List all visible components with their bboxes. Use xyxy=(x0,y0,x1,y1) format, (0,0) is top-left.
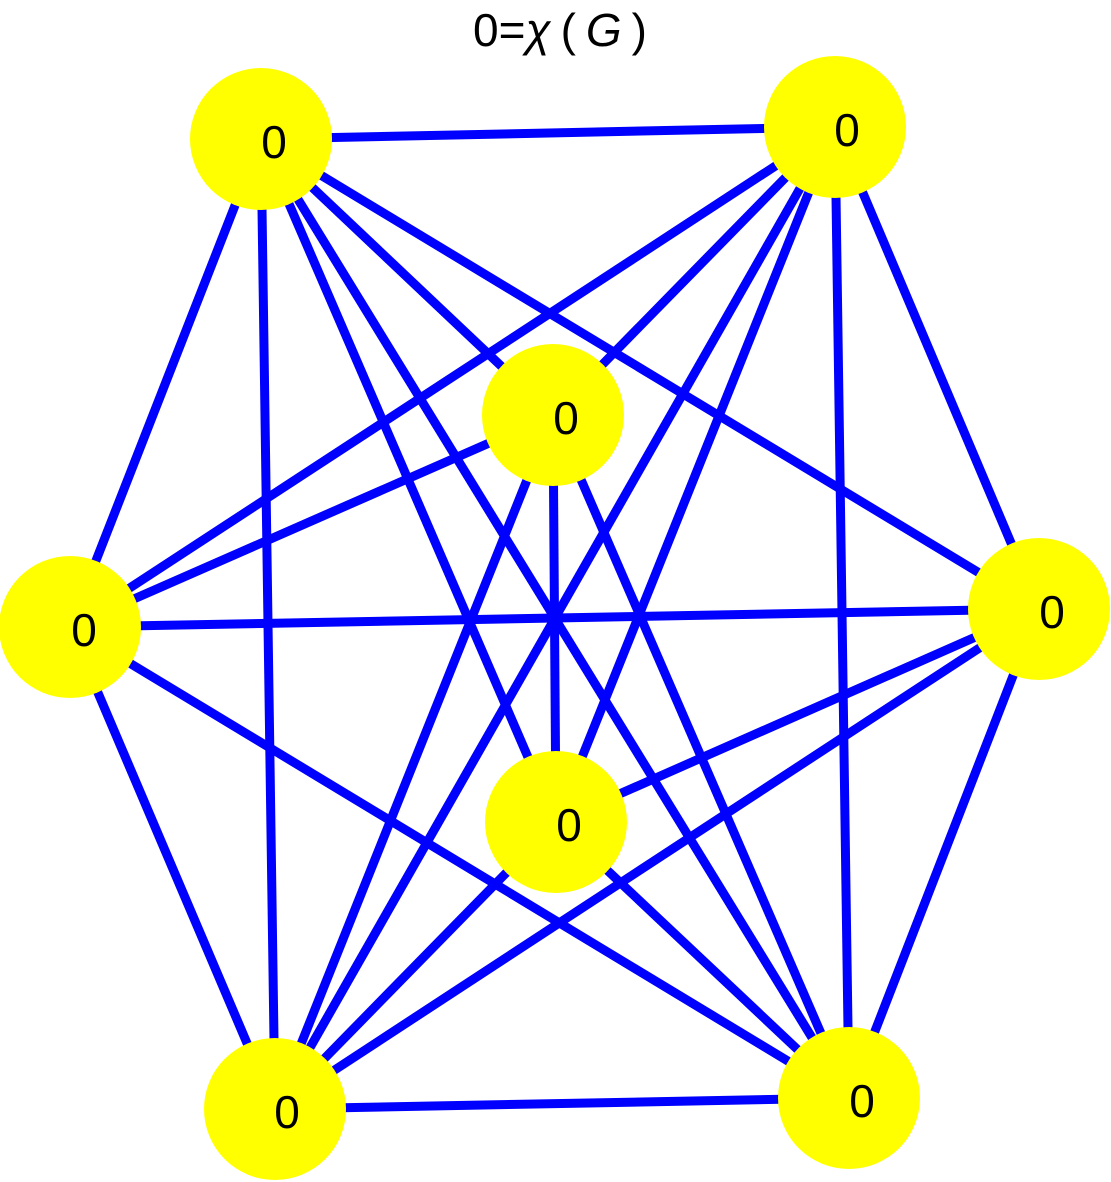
vertex-e xyxy=(968,538,1110,680)
edge-c-g xyxy=(270,413,558,1111)
title-close-paren: ) xyxy=(632,4,647,56)
edge-e-h xyxy=(844,607,1044,1100)
vertex-f xyxy=(485,751,627,893)
vertex-label-h: 0 xyxy=(849,1075,875,1127)
vertex-g xyxy=(204,1038,346,1180)
vertex-label-b: 0 xyxy=(834,104,860,156)
graph-symbol: G xyxy=(586,4,622,56)
edge-a-d xyxy=(65,137,266,629)
edge-e-f xyxy=(554,604,1041,827)
vertex-label-c: 0 xyxy=(553,392,579,444)
edge-d-g xyxy=(65,625,280,1111)
vertex-d xyxy=(0,556,141,698)
edge-d-e xyxy=(69,604,1040,632)
edge-e-g xyxy=(272,605,1042,1113)
edge-c-d xyxy=(68,410,555,632)
vertex-a xyxy=(190,68,332,210)
edge-d-h xyxy=(67,623,852,1102)
chi-symbol: χ xyxy=(521,4,551,56)
edge-b-d xyxy=(67,123,838,631)
edges-layer xyxy=(65,122,1044,1114)
edge-b-e xyxy=(830,125,1044,611)
vertex-label-d: 0 xyxy=(71,604,97,656)
vertex-label-a: 0 xyxy=(261,116,287,168)
vertex-h xyxy=(778,1027,920,1169)
edge-g-h xyxy=(274,1093,850,1114)
vertex-label-g: 0 xyxy=(274,1086,300,1138)
vertex-c xyxy=(482,344,624,486)
edge-b-f xyxy=(551,125,840,824)
title-open-paren: ( xyxy=(561,4,577,56)
vertex-b xyxy=(764,56,906,198)
vertex-label-f: 0 xyxy=(556,799,582,851)
edge-a-b xyxy=(260,122,836,144)
edge-a-e xyxy=(258,135,1042,613)
title-prefix: 0= xyxy=(473,4,525,56)
vertex-label-e: 0 xyxy=(1039,586,1065,638)
chromatic-number-title: 0=χ(G) xyxy=(473,4,647,56)
nodes-layer: 0 0 0 0 0 0 0 0 xyxy=(0,56,1110,1180)
